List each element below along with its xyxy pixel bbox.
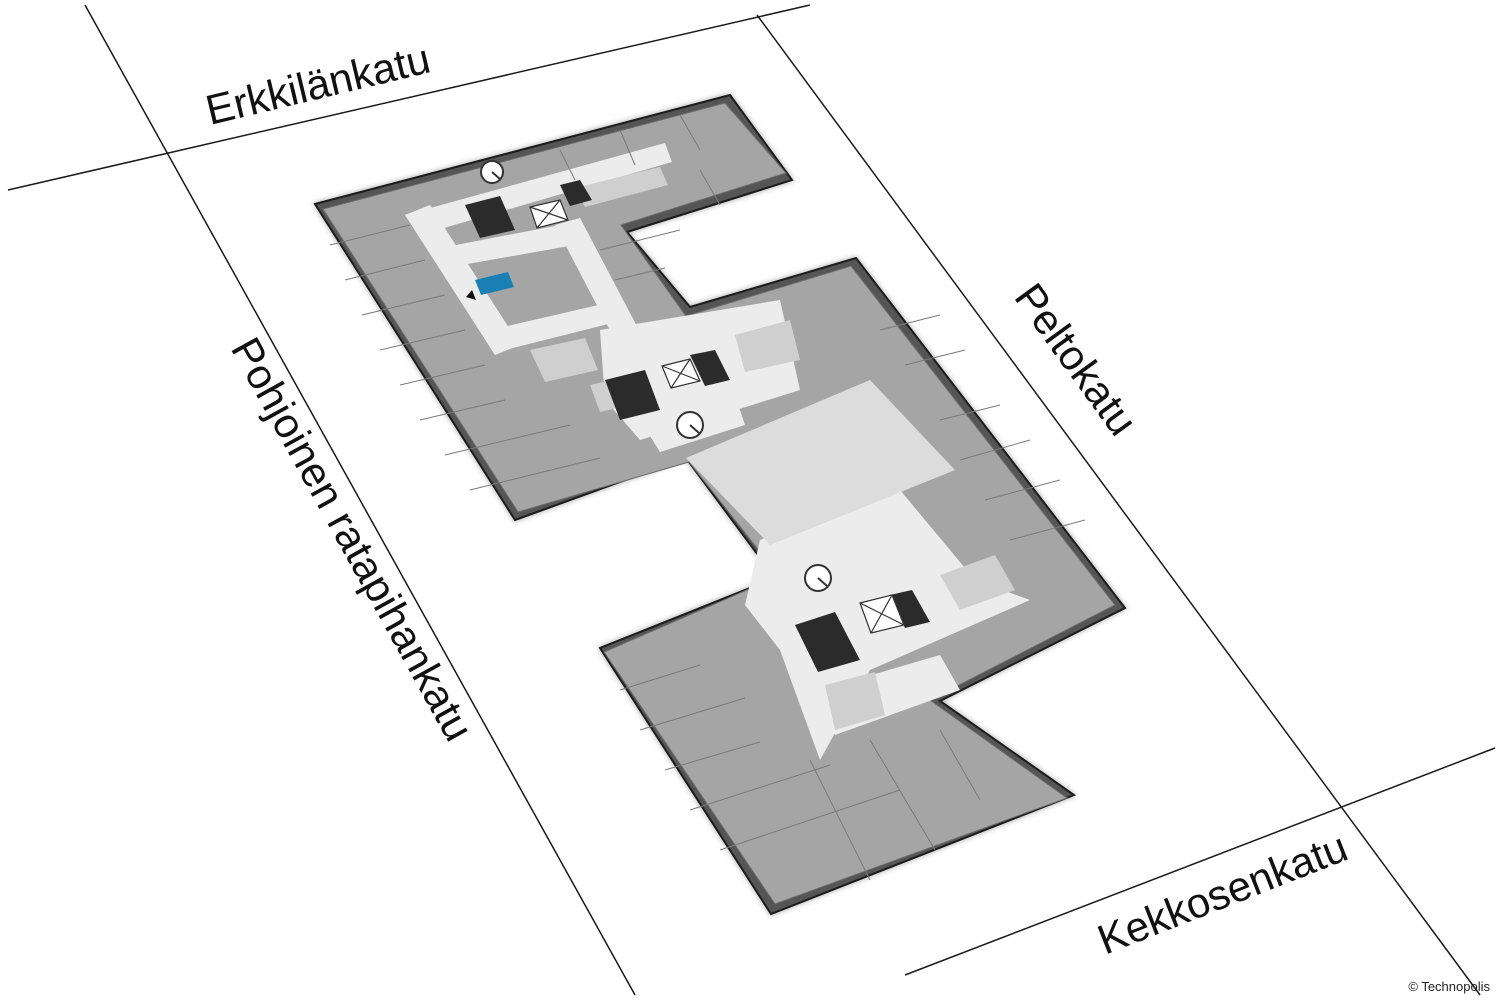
room-divider	[399, 364, 486, 386]
room-divider	[444, 424, 571, 456]
stairwells	[480, 160, 832, 592]
light-room	[940, 555, 1015, 610]
room-divider	[419, 399, 506, 421]
elevators	[529, 199, 905, 634]
stair-icon-line	[491, 171, 501, 180]
room-divider	[619, 664, 701, 691]
street-lines	[7, 4, 1496, 996]
light-rooms	[530, 167, 1015, 730]
room-divider	[1009, 519, 1086, 541]
room-divider	[689, 764, 831, 811]
room-divider	[619, 129, 636, 166]
stair-icon	[480, 160, 504, 184]
room-divider	[879, 314, 941, 331]
stair-icon	[804, 564, 832, 592]
dark-room	[690, 350, 730, 386]
room-divider	[599, 229, 681, 251]
dark-room	[465, 196, 515, 238]
room-dividers	[329, 114, 1086, 881]
room-divider	[939, 729, 981, 801]
stair-icon-line	[817, 577, 828, 587]
stair-icon-line	[689, 424, 700, 434]
room-divider	[639, 697, 746, 731]
room-divider	[959, 439, 1031, 461]
building-floor-plan	[313, 93, 1127, 916]
room-divider	[329, 224, 411, 246]
stair-icon	[676, 411, 704, 439]
highlighted-room[interactable]	[475, 272, 514, 295]
street-line-pohjoinen-ratapihankatu	[84, 4, 636, 996]
room-divider	[361, 294, 446, 316]
street-label-peltokatu: Peltokatu	[1006, 275, 1147, 444]
elevator-cross	[536, 199, 561, 229]
elevator-icon	[529, 199, 569, 229]
room-divider	[469, 457, 601, 491]
location-marker-icon	[466, 290, 476, 300]
atrium	[686, 380, 955, 545]
light-room	[575, 167, 668, 207]
room-divider	[984, 479, 1061, 501]
copyright-credit: © Technopolis	[1408, 979, 1490, 994]
elevator-cross	[670, 358, 691, 389]
elevator-cross	[870, 594, 893, 634]
elevator-icon	[661, 358, 701, 389]
room-divider	[679, 114, 701, 151]
street-line-peltokatu	[756, 14, 1481, 996]
corridor-north-south	[490, 300, 632, 350]
corridor-north-west	[405, 205, 520, 355]
room-divider	[344, 259, 426, 281]
room-divider	[664, 741, 761, 771]
room-divider	[869, 739, 936, 851]
room-divider	[809, 759, 871, 881]
street-line-erkkilankatu	[7, 4, 811, 191]
dark-room	[605, 370, 660, 420]
room-divider	[614, 267, 666, 281]
light-room	[825, 672, 885, 730]
room-divider	[379, 329, 466, 351]
corridor-north-cross	[430, 225, 575, 268]
corridor-north-east	[555, 218, 640, 340]
dark-room	[795, 612, 860, 672]
light-room	[530, 338, 598, 382]
dark-rooms	[465, 180, 930, 672]
light-room	[735, 320, 800, 372]
room-divider	[939, 404, 1001, 421]
room-divider	[719, 789, 901, 851]
street-line-kekkosenkatu	[904, 747, 1496, 976]
elevator-icon	[859, 594, 905, 634]
street-label-kekkosenkatu: Kekkosenkatu	[1091, 823, 1354, 963]
room-divider	[699, 169, 721, 206]
room-divider	[904, 349, 966, 366]
room-divider	[559, 149, 576, 181]
dark-room	[890, 590, 930, 628]
dark-room	[560, 180, 592, 206]
